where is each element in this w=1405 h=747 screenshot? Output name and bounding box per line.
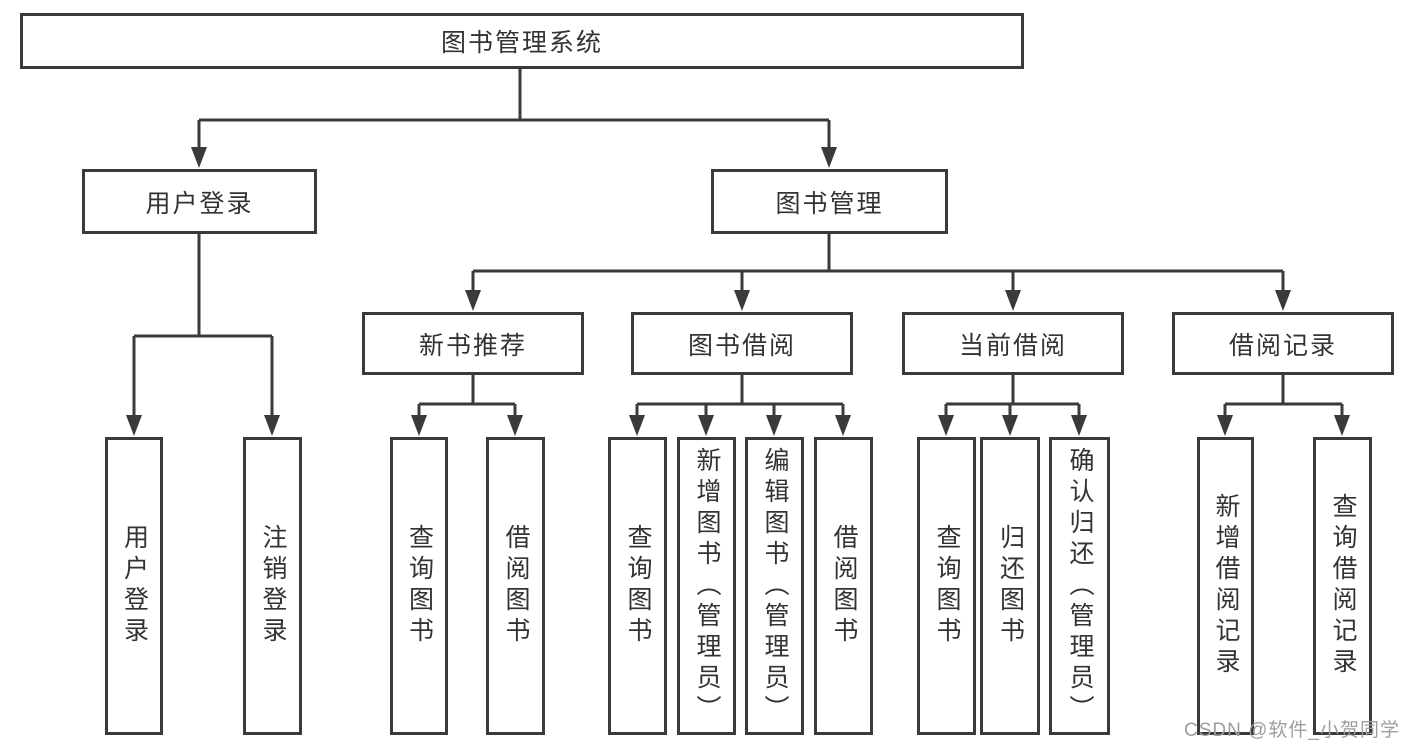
node-label: 查询图书 bbox=[933, 524, 961, 648]
node-label: 借阅图书 bbox=[502, 524, 530, 648]
leaf-add-books-admin: 新增图书（管理员） bbox=[677, 437, 736, 735]
node-user-login: 用户登录 bbox=[82, 169, 317, 234]
node-label: 新增图书（管理员） bbox=[693, 446, 721, 726]
leaf-logout: 注销登录 bbox=[243, 437, 302, 735]
node-label: 确认归还（管理员） bbox=[1066, 446, 1094, 726]
leaf-confirm-return-admin: 确认归还（管理员） bbox=[1049, 437, 1110, 735]
node-new-book-recommendation: 新书推荐 bbox=[362, 312, 584, 375]
node-label: 注销登录 bbox=[259, 524, 287, 648]
leaf-user-login: 用户登录 bbox=[105, 437, 163, 735]
node-library-management-system: 图书管理系统 bbox=[20, 13, 1024, 69]
node-label: 编辑图书（管理员） bbox=[761, 446, 789, 726]
node-label: 用户登录 bbox=[145, 189, 254, 218]
node-current-borrowing: 当前借阅 bbox=[902, 312, 1124, 375]
leaf-query-borrow-record: 查询借阅记录 bbox=[1313, 437, 1372, 735]
node-label: 新增借阅记录 bbox=[1212, 493, 1240, 679]
node-label: 查询借阅记录 bbox=[1329, 493, 1357, 679]
node-label: 查询图书 bbox=[405, 524, 434, 648]
leaf-add-borrow-record: 新增借阅记录 bbox=[1197, 437, 1254, 735]
leaf-query-books-borrow: 查询图书 bbox=[608, 437, 667, 735]
node-label: 图书管理系统 bbox=[440, 29, 603, 57]
node-book-borrowing: 图书借阅 bbox=[631, 312, 853, 375]
leaf-borrow-books: 借阅图书 bbox=[814, 437, 873, 735]
node-label: 当前借阅 bbox=[958, 331, 1067, 360]
leaf-query-books-recommend: 查询图书 bbox=[390, 437, 448, 735]
leaf-query-books-current: 查询图书 bbox=[917, 437, 976, 735]
node-label: 新书推荐 bbox=[418, 331, 527, 360]
node-label: 借阅图书 bbox=[830, 524, 858, 648]
node-label: 用户登录 bbox=[120, 524, 149, 648]
node-label: 查询图书 bbox=[624, 524, 652, 648]
node-book-management: 图书管理 bbox=[711, 169, 948, 234]
csdn-watermark: CSDN @软件_小贺同学 bbox=[1184, 720, 1400, 741]
node-borrowing-records: 借阅记录 bbox=[1172, 312, 1394, 375]
leaf-edit-books-admin: 编辑图书（管理员） bbox=[745, 437, 804, 735]
leaf-borrow-books-recommend: 借阅图书 bbox=[486, 437, 545, 735]
leaf-return-books: 归还图书 bbox=[980, 437, 1040, 735]
node-label: 图书管理 bbox=[775, 189, 884, 218]
node-label: 归还图书 bbox=[996, 524, 1025, 648]
node-label: 图书借阅 bbox=[687, 331, 796, 360]
node-label: 借阅记录 bbox=[1228, 331, 1337, 360]
